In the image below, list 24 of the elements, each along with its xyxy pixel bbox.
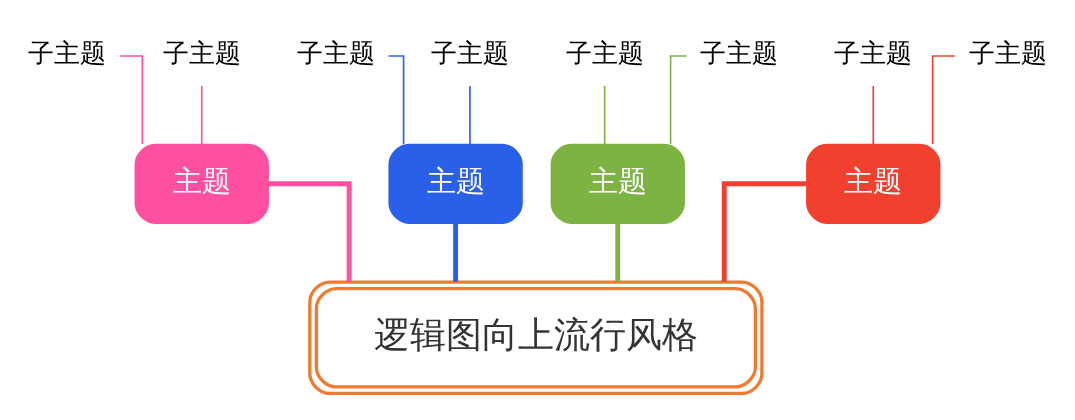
connector — [453, 223, 459, 282]
connector — [615, 223, 621, 282]
node-text: 子主题 — [162, 38, 241, 69]
connector — [669, 55, 688, 145]
node-text: 子主题 — [431, 38, 510, 69]
node-text: 子主题 — [968, 38, 1047, 69]
node-box: 主题 — [550, 143, 685, 224]
connector — [603, 85, 606, 145]
connector — [931, 55, 956, 145]
node-text: 子主题 — [565, 38, 644, 69]
node-box: 主题 — [134, 143, 269, 224]
node-text: 子主题 — [28, 38, 107, 69]
connector — [268, 181, 352, 282]
connector — [469, 85, 471, 145]
node-box: 逻辑图向上流行风格 — [308, 280, 764, 396]
connector — [119, 55, 144, 145]
connector — [872, 85, 875, 145]
connector — [200, 85, 203, 145]
node-box: 主题 — [388, 143, 523, 224]
node-text: 子主题 — [699, 38, 778, 69]
node-text: 子主题 — [297, 38, 376, 69]
node-box: 主题 — [806, 143, 941, 224]
connector — [721, 181, 807, 282]
node-text: 子主题 — [834, 38, 913, 69]
